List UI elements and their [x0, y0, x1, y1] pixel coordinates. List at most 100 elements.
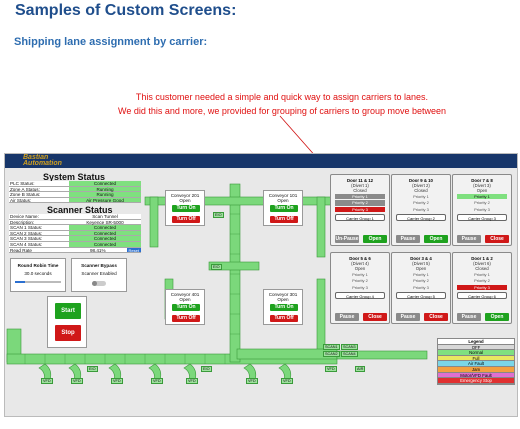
reset-button[interactable]: Reset	[126, 247, 141, 253]
legend-item: Motor/VFD Fault	[438, 372, 514, 379]
vfd-label: VFD	[281, 378, 293, 384]
eio-label: EIO	[87, 366, 98, 372]
round-robin-panel: Round Robin Time 30.0 seconds	[10, 258, 66, 292]
hmi-header: Bastian Automation	[5, 154, 517, 168]
door-panel: Door 3 & 4 (Divert 5) Open Priority 1 Pr…	[391, 252, 451, 324]
turn-on-button[interactable]: Turn On	[270, 304, 298, 311]
hmi-screen: Bastian Automation System Status PLC Sta…	[4, 153, 518, 417]
priority-3[interactable]: Priority 3	[413, 284, 429, 290]
priority-3[interactable]: Priority 3	[352, 284, 368, 290]
read-rate-value: 98.41%	[69, 247, 127, 253]
door-toggle-button[interactable]: Open	[363, 235, 387, 243]
carrier-group-select[interactable]: Carrier Group 2	[396, 214, 446, 222]
start-button[interactable]: Start	[55, 303, 81, 319]
pause-button[interactable]: Pause	[335, 313, 359, 321]
scan-key: SCAN 3 Status:	[10, 236, 43, 242]
legend-item: Emergency Stop	[438, 378, 514, 384]
priority-2[interactable]: Priority 2	[413, 200, 429, 206]
door-toggle-button[interactable]: Open	[424, 235, 448, 243]
door-divert: (Divert 6)	[473, 261, 491, 266]
priority-2[interactable]: Priority 2	[474, 200, 490, 206]
vfd-label: VFD	[151, 378, 163, 384]
sys-key: PLC Status:	[10, 181, 35, 186]
priority-2[interactable]: Priority 2	[413, 278, 429, 284]
conveyor-state: Open	[179, 198, 191, 203]
scan-label: SCAN4	[341, 351, 358, 357]
turn-off-button[interactable]: Turn Off	[270, 315, 298, 322]
priority-1[interactable]: Priority 1	[352, 272, 368, 277]
conveyor-201-panel: Conveyor 201 Open Turn On Turn Off	[165, 190, 205, 226]
turn-off-button[interactable]: Turn Off	[172, 216, 200, 223]
priority-2[interactable]: Priority 2	[474, 278, 490, 284]
pause-button[interactable]: Pause	[396, 235, 420, 243]
carrier-group-select[interactable]: Carrier Group 5	[396, 292, 446, 300]
conveyor-layout	[6, 183, 428, 381]
vfd-label: VFD	[246, 378, 258, 384]
carrier-group-select[interactable]: Carrier Group 1	[335, 214, 385, 222]
priority-1[interactable]: Priority 1	[335, 194, 385, 200]
conveyor-401-panel: Conveyor 401 Open Turn On Turn Off	[165, 289, 205, 325]
priority-1[interactable]: Priority 1	[457, 194, 507, 200]
vfd-label: VFD	[41, 378, 53, 384]
door-toggle-button[interactable]: Close	[424, 313, 448, 321]
door-title: Door 7 & 8	[471, 178, 493, 183]
turn-on-button[interactable]: Turn On	[172, 304, 200, 311]
door-panel: Door 5 & 6 (Divert 4) Open Priority 1 Pr…	[330, 252, 390, 324]
priority-2[interactable]: Priority 2	[335, 200, 385, 206]
door-title: Door 9 & 10	[409, 178, 433, 183]
door-state: Closed	[475, 266, 489, 271]
pause-button[interactable]: Pause	[457, 313, 481, 321]
scan-value: Connected	[69, 241, 141, 247]
sys-key: Zone B Status:	[10, 192, 41, 198]
scan-value: Keyence SR-5000	[69, 219, 141, 225]
carrier-group-select[interactable]: Carrier Group 4	[335, 292, 385, 300]
priority-3[interactable]: Priority 3	[413, 206, 429, 212]
door-toggle-button[interactable]: Close	[485, 235, 509, 243]
scanner-bypass-toggle[interactable]	[92, 281, 106, 286]
pause-button[interactable]: Pause	[457, 235, 481, 243]
page-subtitle: Shipping lane assignment by carrier:	[14, 36, 208, 48]
pause-button[interactable]: Pause	[396, 313, 420, 321]
legend: Legend OFF Normal Full Air Fault Jam Mot…	[437, 338, 515, 385]
conveyor-name: Conveyor 201	[170, 193, 200, 198]
conveyor-state: Open	[277, 198, 289, 203]
door-state: Closed	[414, 188, 428, 193]
carrier-group-select[interactable]: Carrier Group 3	[457, 214, 507, 222]
scan-key: Device Name:	[10, 214, 39, 219]
conveyor-state: Open	[179, 297, 191, 302]
priority-1[interactable]: Priority 1	[474, 272, 490, 277]
eio-label: EIO	[213, 212, 224, 218]
scanner-status-table: Device Name:Scan Tunnel Description:Keye…	[9, 214, 141, 254]
scanner-bypass-panel: Scanner Bypass Scanner Enabled	[71, 258, 127, 292]
priority-3[interactable]: Priority 3	[457, 284, 507, 291]
door-panel: Door 9 & 10 (Divert 2) Closed Priority 1…	[391, 174, 451, 246]
turn-on-button[interactable]: Turn On	[172, 205, 200, 212]
scan-label: SCAN1	[323, 344, 340, 350]
scan-label: SCAN3	[341, 344, 358, 350]
logo: Bastian Automation	[23, 154, 62, 167]
carrier-group-select[interactable]: Carrier Group 6	[457, 292, 507, 300]
note-line-1: This customer needed a simple and quick …	[135, 92, 429, 102]
round-robin-value: 30.0 seconds	[24, 271, 52, 276]
scanner-bypass-title: Scanner Bypass	[81, 263, 117, 268]
conveyor-state: Open	[277, 297, 289, 302]
priority-3[interactable]: Priority 3	[474, 206, 490, 212]
turn-on-button[interactable]: Turn On	[270, 205, 298, 212]
priority-1[interactable]: Priority 1	[413, 194, 429, 199]
conveyor-name: Conveyor 101	[268, 193, 298, 198]
stop-button[interactable]: Stop	[55, 325, 81, 341]
turn-off-button[interactable]: Turn Off	[172, 315, 200, 322]
legend-item: Jam	[438, 366, 514, 373]
door-divert: (Divert 5)	[412, 261, 430, 266]
door-panel: Door 11 & 12 (Divert 1) Closed Priority …	[330, 174, 390, 246]
priority-3[interactable]: Priority 3	[335, 206, 385, 213]
door-toggle-button[interactable]: Close	[363, 313, 387, 321]
pause-button[interactable]: Un-Pause	[335, 235, 359, 243]
priority-1[interactable]: Priority 1	[413, 272, 429, 277]
turn-off-button[interactable]: Turn Off	[270, 216, 298, 223]
eio-label: EIO	[201, 366, 212, 372]
conveyor-101-panel: Conveyor 101 Open Turn On Turn Off	[263, 190, 303, 226]
priority-2[interactable]: Priority 2	[352, 278, 368, 284]
door-toggle-button[interactable]: Open	[485, 313, 509, 321]
round-robin-slider[interactable]	[15, 281, 61, 283]
